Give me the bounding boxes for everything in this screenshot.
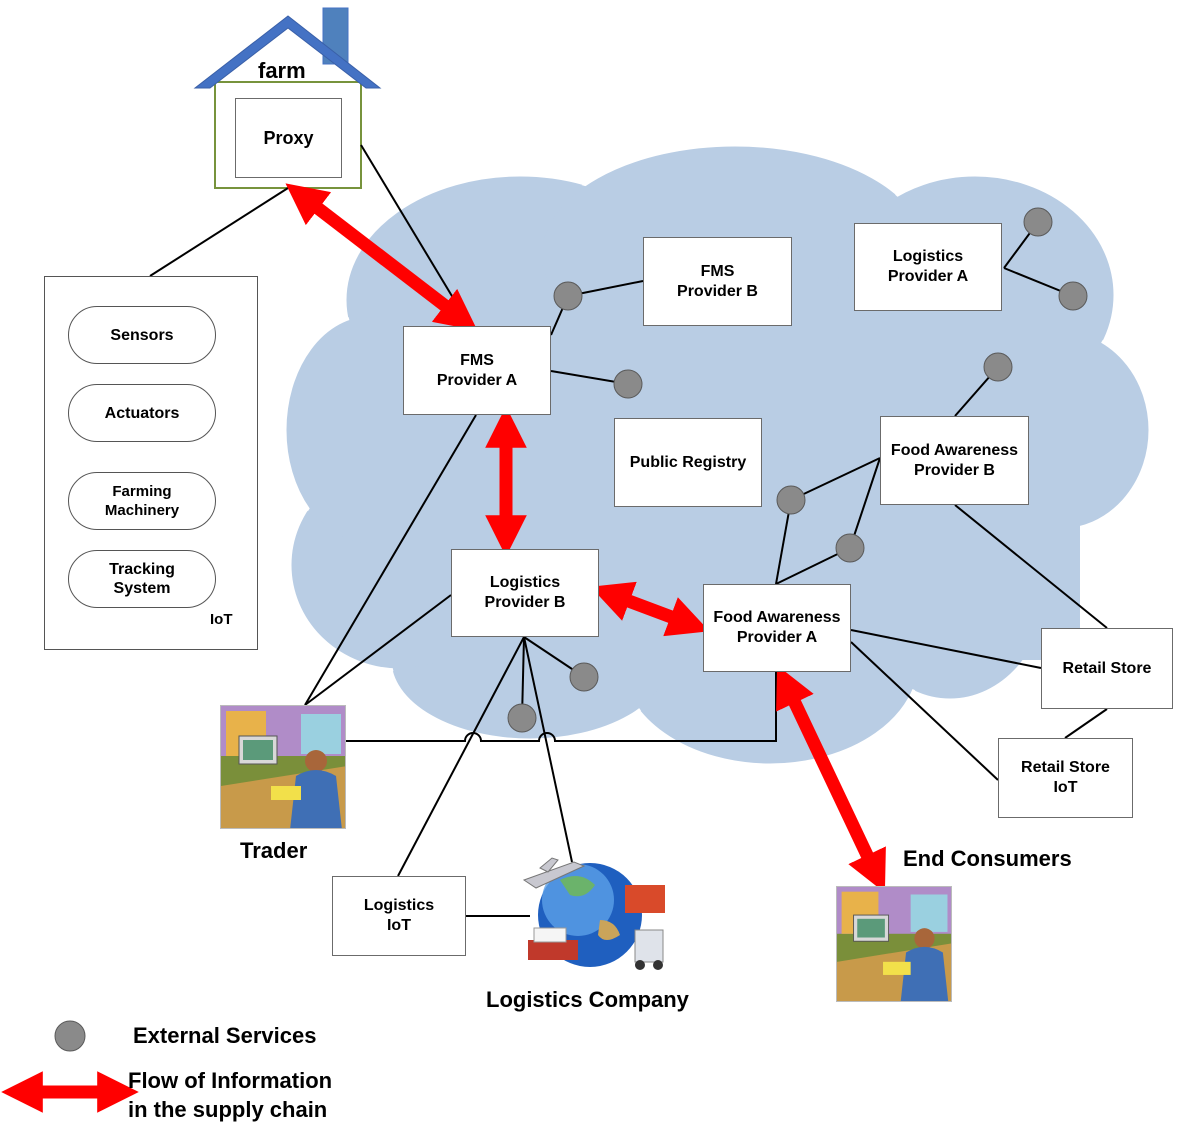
external-service-dot bbox=[507, 703, 537, 733]
trader-label: Trader bbox=[240, 838, 308, 863]
logistics-company-globe-image bbox=[522, 857, 665, 970]
external-service-dot bbox=[1023, 207, 1053, 237]
fms-provider-a-box[interactable]: FMS Provider A bbox=[403, 326, 551, 415]
food-awareness-provider-b-label: Food Awareness Provider B bbox=[890, 441, 1019, 479]
public-registry-box[interactable]: Public Registry bbox=[614, 418, 762, 507]
logistics-iot-box[interactable]: Logistics IoT bbox=[332, 876, 466, 956]
tracking-system-pill[interactable]: Tracking System bbox=[68, 550, 216, 608]
external-service-dot bbox=[1058, 281, 1088, 311]
external-service-dot bbox=[613, 369, 643, 399]
external-service-dot bbox=[776, 485, 806, 515]
end-consumers-label: End Consumers bbox=[903, 846, 1072, 871]
food-awareness-provider-a-box[interactable]: Food Awareness Provider A bbox=[703, 584, 851, 672]
sensors-pill[interactable]: Sensors bbox=[68, 306, 216, 364]
logistics-company-label: Logistics Company bbox=[486, 987, 689, 1012]
info-flow-arrow-logistics-food bbox=[590, 581, 710, 637]
info-flow-arrow-farm-fms bbox=[285, 183, 478, 331]
external-service-dot bbox=[983, 352, 1013, 382]
food-awareness-provider-b-box[interactable]: Food Awareness Provider B bbox=[880, 416, 1029, 505]
external-service-dot bbox=[553, 281, 583, 311]
retail-store-box[interactable]: Retail Store bbox=[1041, 628, 1173, 709]
logistics-iot-label: Logistics IoT bbox=[363, 897, 435, 934]
fms-provider-b-box[interactable]: FMS Provider B bbox=[643, 237, 792, 326]
logistics-provider-a-box[interactable]: Logistics Provider A bbox=[854, 223, 1002, 311]
person-at-desk-icon bbox=[221, 706, 345, 828]
person-at-desk-icon bbox=[837, 887, 951, 1001]
retail-store-label: Retail Store bbox=[1062, 659, 1152, 677]
retail-store-iot-label: Retail Store IoT bbox=[1021, 759, 1110, 796]
sensors-label: Sensors bbox=[110, 326, 174, 344]
food-awareness-provider-a-label: Food Awareness Provider A bbox=[713, 609, 841, 646]
external-service-dot bbox=[835, 533, 865, 563]
tracking-system-label: Tracking System bbox=[109, 561, 175, 597]
legend-external-services-label: External Services bbox=[133, 1023, 317, 1048]
info-flow-arrow-food-consumers bbox=[776, 665, 886, 893]
end-consumer-image bbox=[836, 886, 952, 1002]
logistics-provider-b-box[interactable]: Logistics Provider B bbox=[451, 549, 599, 637]
farm-title: farm bbox=[258, 58, 306, 83]
legend-flow-of-information-label: Flow of Information in the supply chain bbox=[128, 1068, 333, 1122]
public-registry-label: Public Registry bbox=[629, 453, 747, 471]
actuators-label: Actuators bbox=[104, 404, 180, 422]
legend-dot-icon bbox=[54, 1020, 86, 1052]
proxy-label: Proxy bbox=[263, 128, 314, 148]
logistics-provider-b-label: Logistics Provider B bbox=[484, 574, 566, 611]
farming-machinery-pill[interactable]: Farming Machinery bbox=[68, 472, 216, 530]
retail-store-iot-box[interactable]: Retail Store IoT bbox=[998, 738, 1133, 818]
actuators-pill[interactable]: Actuators bbox=[68, 384, 216, 442]
external-service-dot bbox=[569, 662, 599, 692]
proxy-box[interactable]: Proxy bbox=[235, 98, 342, 178]
fms-provider-a-label: FMS Provider A bbox=[436, 351, 518, 389]
logistics-provider-a-label: Logistics Provider A bbox=[887, 248, 969, 285]
fms-provider-b-label: FMS Provider B bbox=[677, 262, 758, 300]
trader-image bbox=[220, 705, 346, 829]
iot-panel-caption: IoT bbox=[210, 611, 233, 628]
farming-machinery-label: Farming Machinery bbox=[104, 483, 180, 519]
